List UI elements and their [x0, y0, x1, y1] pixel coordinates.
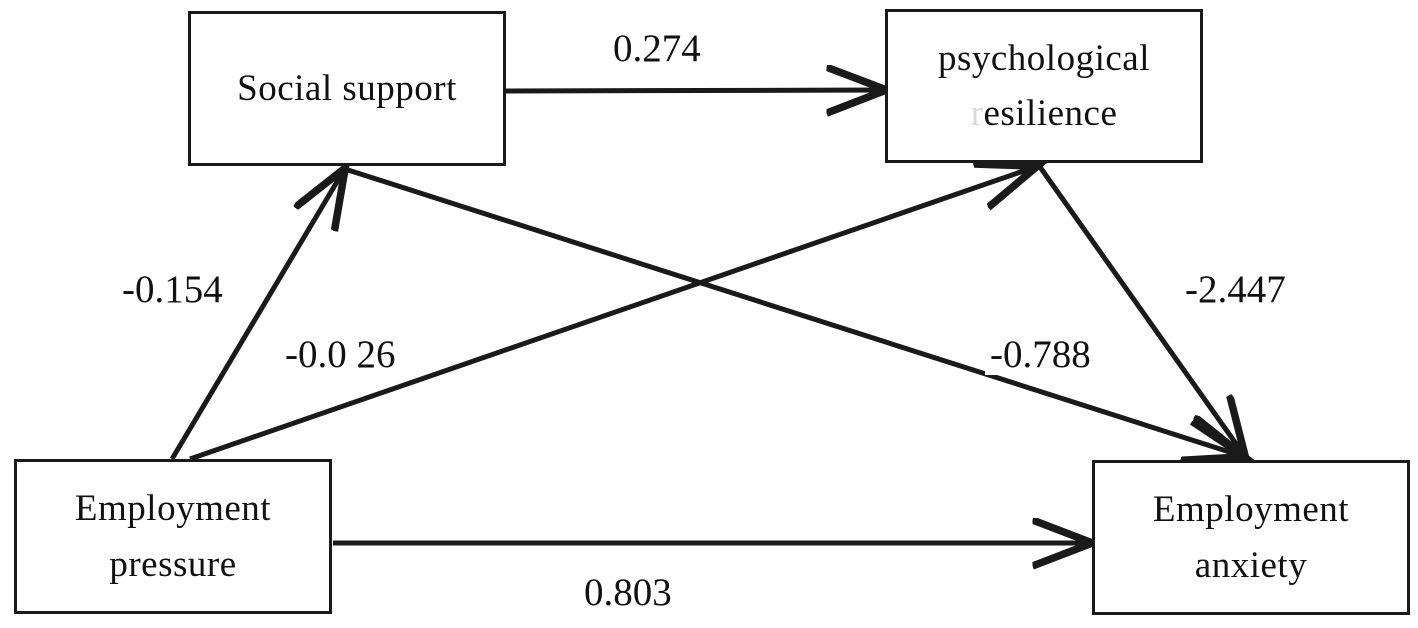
node-employment-anxiety-label-line2: anxiety	[1194, 544, 1308, 586]
node-employment-anxiety[interactable]: Employment anxiety	[1092, 460, 1410, 615]
edge-label-employment-pressure-to-employment-anxiety: 0.803	[579, 572, 677, 613]
node-employment-pressure-label-line2: pressure	[109, 543, 237, 585]
edge-label-employment-pressure-to-psychological-resilience: -0.0 26	[280, 334, 401, 375]
node-psychological-resilience-label-line2: resilience	[971, 91, 1118, 136]
edge-employment-pressure-to-psychological-resilience	[189, 167, 1035, 462]
edge-label-employment-pressure-to-social-support: -0.154	[117, 269, 228, 310]
faded-r-glyph: r	[970, 93, 984, 134]
resilience-text: esilience	[983, 93, 1118, 134]
edge-label-psychological-resilience-to-employment-anxiety: -2.447	[1180, 269, 1291, 310]
node-social-support[interactable]: Social support	[188, 11, 506, 166]
edge-label-social-support-to-employment-anxiety: -0.788	[985, 334, 1096, 375]
edge-employment-pressure-to-social-support	[169, 170, 344, 461]
node-employment-pressure-label-line1: Employment	[74, 488, 272, 530]
node-psychological-resilience-label-line1: psychological	[937, 37, 1150, 79]
node-psychological-resilience[interactable]: psychological resilience	[885, 9, 1203, 163]
node-employment-pressure[interactable]: Employment pressure	[14, 459, 332, 614]
node-employment-anxiety-label-line1: Employment	[1152, 489, 1350, 531]
edge-social-support-to-employment-anxiety	[347, 167, 1242, 456]
edge-psychological-resilience-to-employment-anxiety	[1037, 165, 1244, 455]
edge-label-social-support-to-psychological-resilience: 0.274	[608, 28, 706, 69]
edge-social-support-to-psychological-resilience	[505, 90, 884, 91]
node-social-support-label: Social support	[237, 67, 457, 109]
